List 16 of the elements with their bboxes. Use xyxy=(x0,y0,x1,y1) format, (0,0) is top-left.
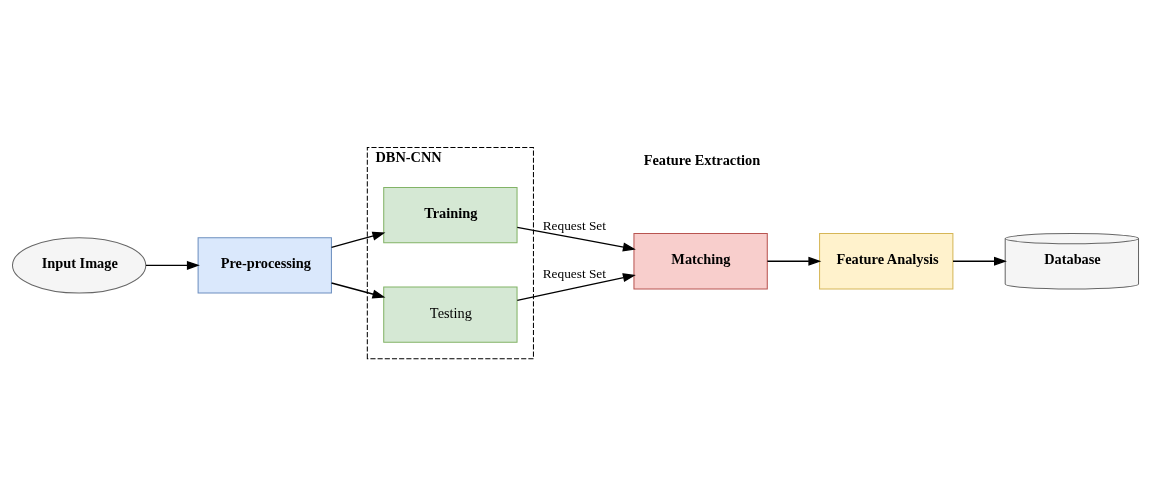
arrow xyxy=(145,260,200,270)
node-box: Matching xyxy=(633,233,768,290)
edge-label: Request Set xyxy=(542,217,606,233)
arrow xyxy=(766,256,822,266)
label: Feature Extraction xyxy=(643,151,761,168)
arrow xyxy=(952,256,1007,266)
arrow xyxy=(330,282,386,299)
node-box: Testing xyxy=(383,286,518,343)
node-box: Feature Analysis xyxy=(819,233,954,290)
node-ellipse: Input Image xyxy=(11,237,147,294)
node-box: Training xyxy=(383,186,518,244)
node-box: Pre-processing xyxy=(197,237,332,294)
edge-label: Request Set xyxy=(542,266,606,282)
arrow xyxy=(516,226,636,252)
arrow xyxy=(516,273,636,302)
arrow xyxy=(330,231,386,249)
